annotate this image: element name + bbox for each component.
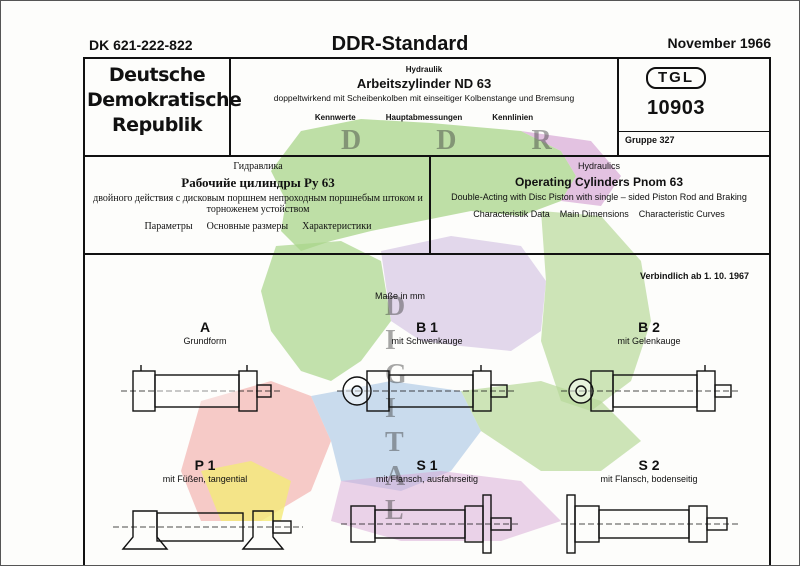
watermark-letter: I [385,325,396,356]
english-contents: Characteristik Data Main Dimensions Char… [431,209,767,219]
variant-code: P 1 [194,457,216,473]
watermark-letter: A [385,461,406,492]
map-region-southeast [461,381,641,471]
english-title: Operating Cylinders Pnom 63 [514,175,684,189]
variant-caption: mit Flansch, ausfahrseitig [375,474,479,484]
variant-caption: Grundform [183,336,227,346]
cylinder-drawing-a [121,365,281,412]
dk-number: DK 621-222-822 [89,37,193,53]
russian-contents: Параметры Основные размеры Характеристик… [87,221,429,232]
variant-label-b1: B 1 mit Schwenkauge [347,319,507,346]
logo-line3: Republik [112,114,202,136]
variant-label-a: A Grundform [125,319,285,346]
ddr-logo: Deutsche Demokratische Republik [87,63,242,138]
divider-row2 [83,253,769,255]
english-item: Characteristic Curves [638,209,725,219]
map-region-east [541,211,651,411]
russian-title-block: Гидравлика Рабочийе цилиндры Pу 63 двойн… [87,161,429,232]
units-note: Maße in mm [374,291,425,301]
gruppe-label: Gruppe 327 [625,135,675,145]
variant-label-s1: S 1 mit Flansch, ausfahrseitig [347,457,507,484]
russian-item: Параметры [144,221,193,232]
german-title: Arbeitszylinder ND 63 [356,76,492,91]
divider-gruppe [617,131,769,132]
divider-logo [229,57,231,155]
variant-caption: mit Flansch, bodenseitig [600,474,698,484]
divider-tgl [617,57,619,155]
valid-from-note: Verbindlich ab 1. 10. 1967 [639,271,749,281]
german-contents: Kennwerte Hauptabmessungen Kennlinien [231,113,617,122]
german-category: Hydraulik [405,65,443,74]
variant-caption: mit Gelenkauge [617,336,681,346]
cylinder-drawing-b1 [337,365,517,412]
standard-title: DDR-Standard [331,33,469,55]
german-title-block: Hydraulik Arbeitszylinder ND 63 doppeltw… [231,63,617,122]
german-item: Kennwerte [314,113,356,122]
issue-date: November 1966 [667,35,771,51]
russian-subtitle: двойного действия с дисковым поршнем неп… [93,193,423,215]
variant-code: B 2 [638,319,660,335]
variant-label-p1: P 1 mit Füßen, tangential [125,457,285,484]
tgl-number: 10903 [646,97,706,119]
divider-row1 [83,155,769,157]
title-frame [83,57,771,565]
map-region-west [261,241,391,381]
tgl-mark: TGL [646,67,706,89]
russian-title: Рабочийе цилиндры Pу 63 [181,175,335,190]
logo-line2: Demokratische [87,89,242,111]
map-region-southwest-yellow [201,461,291,521]
german-item: Hauptabmessungen [385,113,463,122]
russian-item: Основные размеры [206,221,289,232]
german-subtitle: doppeltwirkend mit Scheibenkolben mit ei… [273,93,575,103]
map-region-lower [331,471,561,541]
map-region-northeast [521,131,621,206]
english-category: Hydraulics [577,161,620,171]
english-subtitle: Double-Acting with Disc Piston with sing… [451,192,747,202]
map-region-north [271,119,576,251]
english-item: Characteristik Data [473,209,550,219]
variant-caption: mit Füßen, tangential [162,474,248,484]
watermark-letter: D [385,291,406,322]
variant-code: S 2 [638,457,660,473]
map-region-south [311,381,481,491]
logo-line1: Deutsche [108,64,206,86]
german-item: Kennlinien [492,113,534,122]
variant-code: S 1 [416,457,438,473]
variant-caption: mit Schwenkauge [391,336,463,346]
russian-category: Гидравлика [233,161,283,172]
watermark-ddr: D D R [341,125,586,156]
variant-label-s2: S 2 mit Flansch, bodenseitig [569,457,729,484]
tgl-block: TGL 10903 [619,63,733,120]
cylinder-drawing-b2 [561,365,741,412]
watermark-letter: T [385,427,404,458]
watermark-letter: I [385,393,396,424]
cylinder-drawing-p1 [113,510,303,550]
map-region-center [381,236,546,351]
english-item: Main Dimensions [559,209,629,219]
cylinder-drawing-s2 [561,494,741,554]
russian-item: Характеристики [302,221,372,232]
divider-languages [429,155,431,253]
variant-code: A [199,319,211,335]
variant-code: B 1 [416,319,438,335]
english-title-block: Hydraulics Operating Cylinders Pnom 63 D… [431,161,767,219]
cylinder-drawing-s1 [341,494,521,554]
variant-label-b2: B 2 mit Gelenkauge [569,319,729,346]
